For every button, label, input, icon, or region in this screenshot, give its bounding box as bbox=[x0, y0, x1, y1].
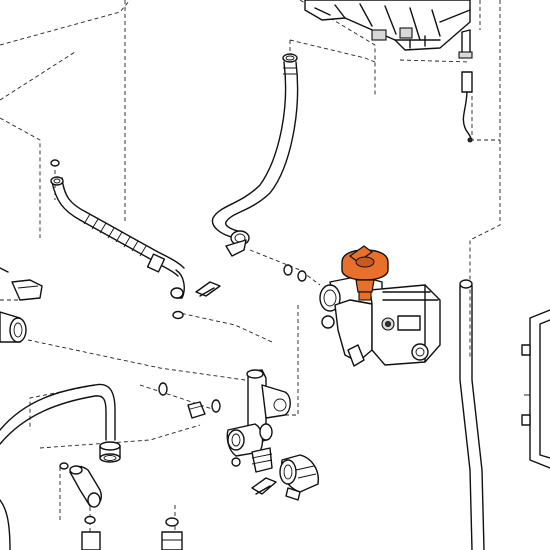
flow-pipe bbox=[211, 53, 299, 257]
elbow-fitting bbox=[59, 462, 102, 550]
mounting-bracket bbox=[521, 309, 550, 469]
hydraulic-valve-group bbox=[226, 369, 291, 473]
circulation-pump bbox=[319, 275, 441, 367]
left-fittings bbox=[0, 267, 43, 343]
retaining-clips bbox=[195, 281, 277, 495]
return-pipe bbox=[0, 383, 121, 463]
pump-o-rings bbox=[50, 159, 307, 320]
left-pipe-stub bbox=[0, 499, 11, 550]
flexible-hose bbox=[50, 176, 185, 299]
heat-exchanger bbox=[304, 0, 471, 51]
air-vent-valve bbox=[341, 245, 389, 301]
small-nipple-fitting bbox=[158, 382, 221, 419]
vertical-pipe bbox=[459, 279, 485, 550]
connection-fitting bbox=[279, 454, 319, 501]
ignition-electrode bbox=[458, 29, 473, 143]
bottom-fitting bbox=[161, 517, 183, 550]
